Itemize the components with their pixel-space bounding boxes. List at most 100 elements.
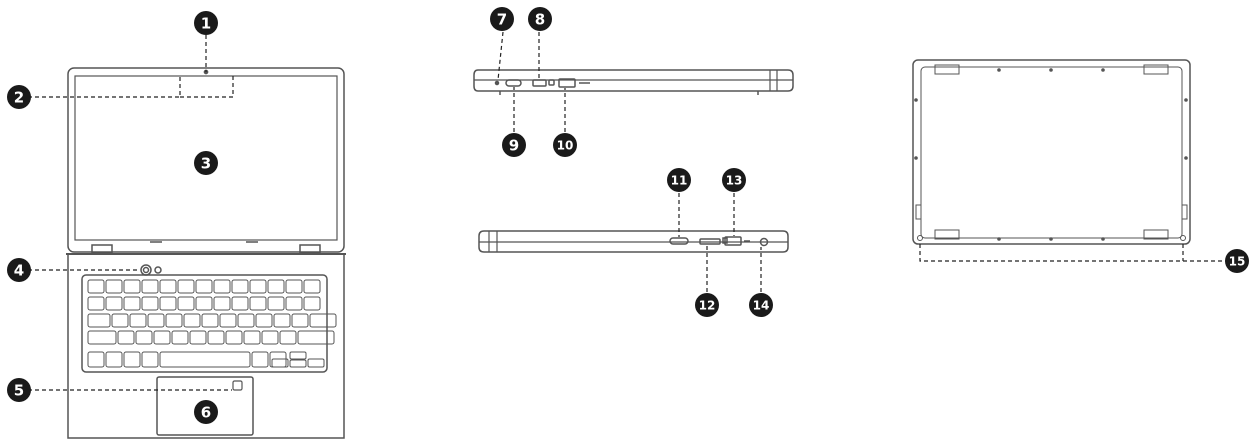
callout-number: 5 <box>14 382 24 400</box>
keyboard-key <box>141 351 159 368</box>
callout-1-camera: 1 <box>194 11 218 35</box>
keyboard-key <box>117 330 135 345</box>
keyboard-key <box>213 296 231 311</box>
led-indicator-shape <box>494 80 500 86</box>
keyboard-key <box>279 330 297 345</box>
callout-number: 2 <box>14 89 24 107</box>
touchpad-led-shape <box>232 380 243 391</box>
arrow-key <box>289 359 307 368</box>
keyboard-frame <box>81 274 328 373</box>
keyboard-key <box>255 313 273 328</box>
keyboard-key <box>285 279 303 294</box>
callout-circle <box>553 133 577 157</box>
keyboard-key <box>237 313 255 328</box>
keyboard-key <box>105 296 123 311</box>
bottom-view <box>912 59 1191 245</box>
callout-number: 3 <box>201 155 211 173</box>
keyboard-key <box>159 296 177 311</box>
callout-3-screen: 3 <box>194 151 218 175</box>
callout-circle <box>502 133 526 157</box>
callout-circle <box>490 7 514 31</box>
callout-14-audio-jack: 14 <box>749 293 773 317</box>
keyboard-key <box>123 296 141 311</box>
keyboard-key <box>291 313 309 328</box>
keyboard-key <box>303 279 321 294</box>
keyboard-key <box>141 296 159 311</box>
callout-11-volume-button: 11 <box>667 168 691 192</box>
keyboard-key <box>153 330 171 345</box>
keyboard-key <box>165 313 183 328</box>
keyboard-key <box>251 351 269 368</box>
keyboard-key <box>231 296 249 311</box>
bottom-case <box>912 59 1191 245</box>
keyboard-key <box>249 296 267 311</box>
screen-panel <box>74 75 338 241</box>
keyboard-key <box>231 279 249 294</box>
callout-number: 7 <box>497 11 507 29</box>
callout-circle <box>7 258 31 282</box>
keyboard-key <box>105 351 123 368</box>
keyboard-key <box>177 296 195 311</box>
callout-number: 15 <box>1229 255 1246 269</box>
keyboard-key <box>87 351 105 368</box>
speaker-left-shape <box>915 204 922 220</box>
keyboard-key <box>273 313 291 328</box>
callout-number: 9 <box>509 137 519 155</box>
keyboard-key <box>189 330 207 345</box>
keyboard-key <box>177 279 195 294</box>
arrow-key <box>271 358 289 368</box>
callout-circle <box>7 378 31 402</box>
keyboard-key <box>141 279 159 294</box>
keyboard-key <box>267 296 285 311</box>
bottom-screws <box>914 68 1188 241</box>
callout-number: 10 <box>557 139 574 153</box>
keyboard-key <box>207 330 225 345</box>
keyboard-key <box>171 330 189 345</box>
callout-7-led-indicator: 7 <box>490 7 514 31</box>
keyboard-key <box>105 279 123 294</box>
callout-circle <box>1225 249 1249 273</box>
callout-4-power-button: 4 <box>7 258 31 282</box>
keyboard-key <box>87 296 105 311</box>
arrow-key <box>289 351 307 360</box>
keyboard-key <box>195 279 213 294</box>
callout-13-usb-port: 13 <box>722 168 746 192</box>
mini-hdmi-shape <box>532 79 547 87</box>
keyboard-key <box>129 313 147 328</box>
keyboard-key <box>285 296 303 311</box>
screen-lid <box>67 67 345 253</box>
keyboard-key <box>147 313 165 328</box>
callout-number: 1 <box>201 15 211 33</box>
audio-jack-shape <box>759 237 769 247</box>
leader-lines <box>28 31 1233 391</box>
touchpad-shape <box>156 376 254 436</box>
keyboard-key <box>249 279 267 294</box>
keyboard-key <box>303 296 321 311</box>
leader-2 <box>28 74 234 98</box>
callout-circle <box>7 85 31 109</box>
keyboard-key <box>195 296 213 311</box>
keyboard-key <box>87 330 117 345</box>
keyboard-key <box>243 330 261 345</box>
keyboard-key <box>123 351 141 368</box>
arrow-key <box>307 358 325 368</box>
callout-9-mini-hdmi-port: 9 <box>502 133 526 157</box>
callout-2-microphone: 2 <box>7 85 31 109</box>
callout-number: 12 <box>699 299 716 313</box>
keyboard-key <box>225 330 243 345</box>
callout-8-dc-usb-c-port: 8 <box>528 7 552 31</box>
usb-c-port-shape <box>505 79 522 87</box>
callout-12-micro-sd-slot: 12 <box>695 293 719 317</box>
callout-number: 14 <box>753 299 770 313</box>
callout-circle <box>194 11 218 35</box>
keyboard-keys <box>87 279 337 368</box>
callout-circle <box>722 168 746 192</box>
keyboard-key <box>213 279 231 294</box>
callout-circle <box>528 7 552 31</box>
callout-circle <box>749 293 773 317</box>
leader-7 <box>497 31 504 81</box>
keyboard-key <box>159 351 251 368</box>
volume-button-shape <box>669 237 689 245</box>
